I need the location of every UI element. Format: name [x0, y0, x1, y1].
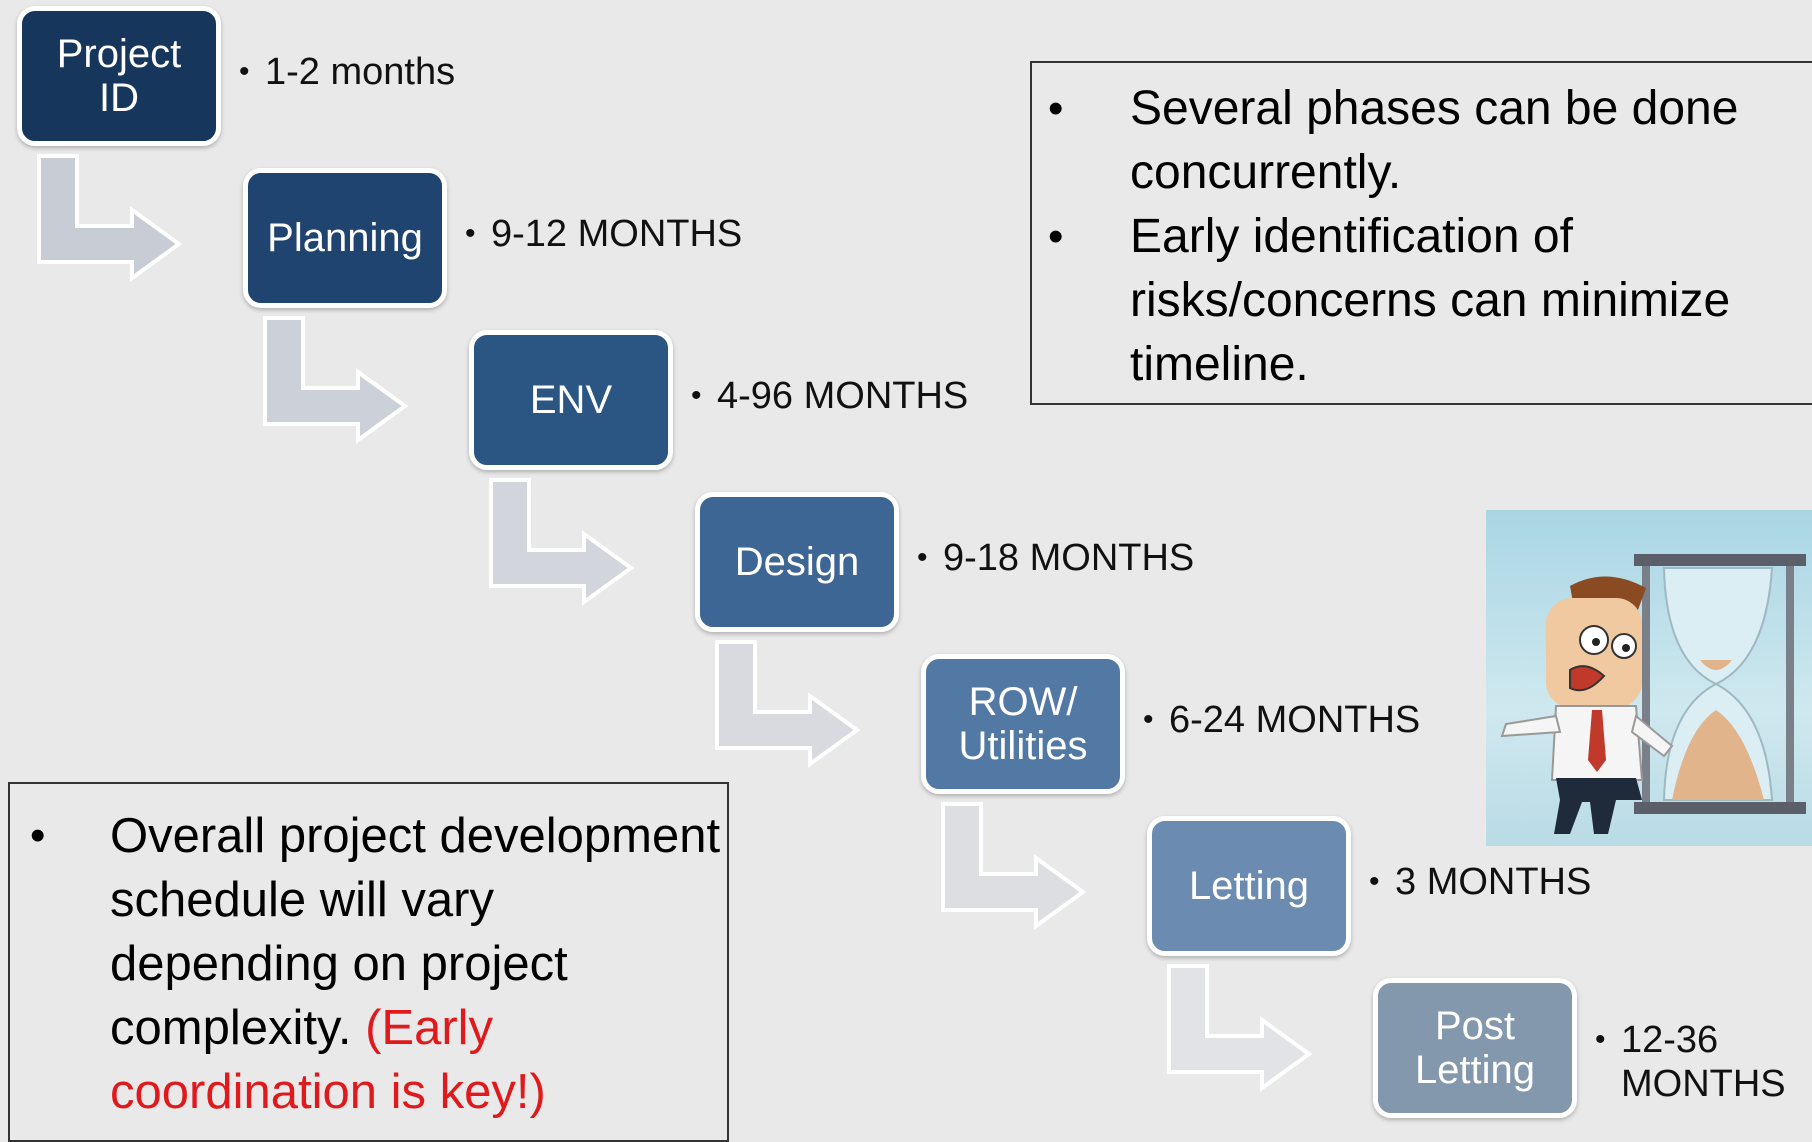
phase-duration: •4-96 MONTHS [691, 375, 969, 417]
phase-duration-text: 4-96 MONTHS [717, 375, 969, 417]
phase-duration: •9-18 MONTHS [917, 537, 1195, 579]
phase-box: Post Letting [1373, 978, 1577, 1118]
phase-duration: •6-24 MONTHS [1143, 699, 1421, 741]
down-right-arrow-icon [941, 802, 1087, 930]
worried-man-hourglass-icon [1486, 510, 1812, 846]
phase-box: ENV [469, 330, 673, 470]
phase-box: Project ID [17, 6, 221, 146]
down-right-arrow-icon [263, 316, 409, 444]
note-item: • Overall project development schedule w… [30, 804, 727, 1124]
phase-duration-text: 6-24 MONTHS [1169, 699, 1421, 741]
note-text: Overall project development schedule wil… [110, 809, 721, 1119]
phase-duration-text: 9-12 MONTHS [491, 213, 743, 255]
phase-duration: •9-12 MONTHS [465, 213, 743, 255]
phase-box: Design [695, 492, 899, 632]
phase-duration-text: 1-2 months [265, 51, 456, 93]
note-highlight: (Early coordination is key!) [110, 1001, 546, 1119]
note-text: Several phases can be done concurrently. [1130, 82, 1739, 199]
phase-duration: •3 MONTHS [1369, 861, 1592, 903]
phase-box: ROW/ Utilities [921, 654, 1125, 794]
note-item: •Early identification of risks/concerns … [1048, 205, 1812, 397]
phase-duration: •1-2 months [239, 51, 456, 93]
down-right-arrow-icon [489, 478, 635, 606]
phase-duration: •12-36 MONTHS [1595, 1019, 1786, 1105]
note-item: •Several phases can be done concurrently… [1048, 77, 1812, 205]
phase-duration-text: 3 MONTHS [1395, 861, 1592, 903]
phase-box: Planning [243, 168, 447, 308]
phase-duration-text: 9-18 MONTHS [943, 537, 1195, 579]
down-right-arrow-icon [715, 640, 861, 768]
phase-box: Letting [1147, 816, 1351, 956]
phase-duration-text: 12-36 MONTHS [1621, 1019, 1786, 1105]
down-right-arrow-icon [1167, 964, 1313, 1092]
note-box-bottom: • Overall project development schedule w… [8, 782, 729, 1142]
note-box-top: •Several phases can be done concurrently… [1030, 61, 1812, 405]
note-text: Early identification of risks/concerns c… [1130, 210, 1731, 391]
down-right-arrow-icon [37, 154, 183, 282]
